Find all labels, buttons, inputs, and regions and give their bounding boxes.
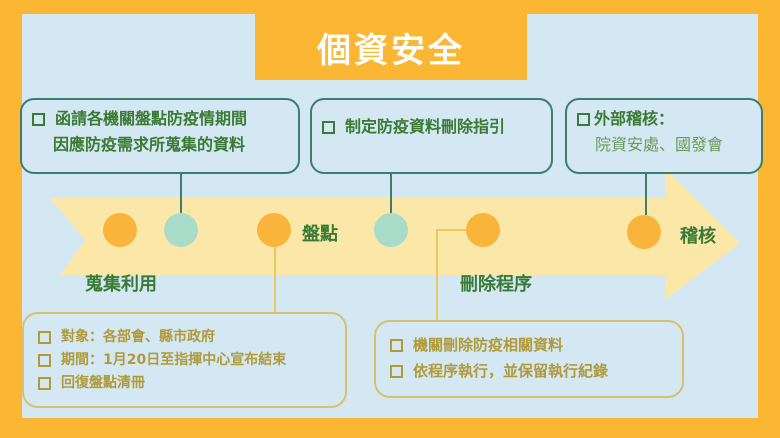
box-text: 制定防疫資料刪除指引 <box>345 117 506 136</box>
detail-text: 回復盤點清冊 <box>61 375 145 391</box>
box-inventory-request: 函請各機關盤點防疫情期間 因應防疫需求所蒐集的資料 <box>20 98 300 174</box>
box-text: 院資安處、國發會 <box>595 135 724 154</box>
checkbox-icon <box>322 121 335 134</box>
box-deletion-guide: 制定防疫資料刪除指引 <box>310 98 553 174</box>
detail-text: 期間：1月20日至指揮中心宣布結束 <box>61 352 287 368</box>
timeline-dot <box>103 213 137 247</box>
checkbox-icon <box>38 330 51 344</box>
box-text: 因應防疫需求所蒐集的資料 <box>53 135 246 154</box>
checkbox-icon <box>32 113 45 126</box>
page-title: 個資安全 <box>255 14 527 80</box>
box-text: 外部稽核： <box>594 109 675 128</box>
connector <box>180 170 182 220</box>
detail-text: 機關刪除防疫相關資料 <box>413 336 564 354</box>
timeline-dot <box>257 213 291 247</box>
connector <box>436 229 438 321</box>
box-text: 函請各機關盤點防疫情期間 <box>55 109 248 128</box>
connector <box>645 170 647 215</box>
detail-text: 依程序執行，並保留執行紀錄 <box>413 362 609 380</box>
box-inventory-details: 對象：各部會、縣市政府 期間：1月20日至指揮中心宣布結束 回復盤點清冊 <box>22 312 347 408</box>
stage-audit: 稽核 <box>680 226 716 247</box>
checkbox-icon <box>390 365 403 378</box>
checkbox-icon <box>38 376 51 390</box>
box-deletion-details: 機關刪除防疫相關資料 依程序執行，並保留執行紀錄 <box>374 320 684 398</box>
timeline-dot <box>164 213 198 247</box>
timeline-dot <box>466 213 500 247</box>
timeline-dot <box>374 213 408 247</box>
timeline-dot <box>627 215 661 249</box>
connector <box>436 229 466 231</box>
connector <box>274 245 276 315</box>
box-external-audit: 外部稽核： 院資安處、國發會 <box>565 98 763 174</box>
detail-text: 對象：各部會、縣市政府 <box>61 329 215 345</box>
checkbox-icon <box>577 113 590 126</box>
stage-inventory: 盤點 <box>302 224 338 245</box>
connector <box>390 170 392 220</box>
stage-collect: 蒐集利用 <box>85 274 157 295</box>
stage-deletion: 刪除程序 <box>460 274 532 295</box>
checkbox-icon <box>38 353 51 367</box>
checkbox-icon <box>390 339 403 352</box>
